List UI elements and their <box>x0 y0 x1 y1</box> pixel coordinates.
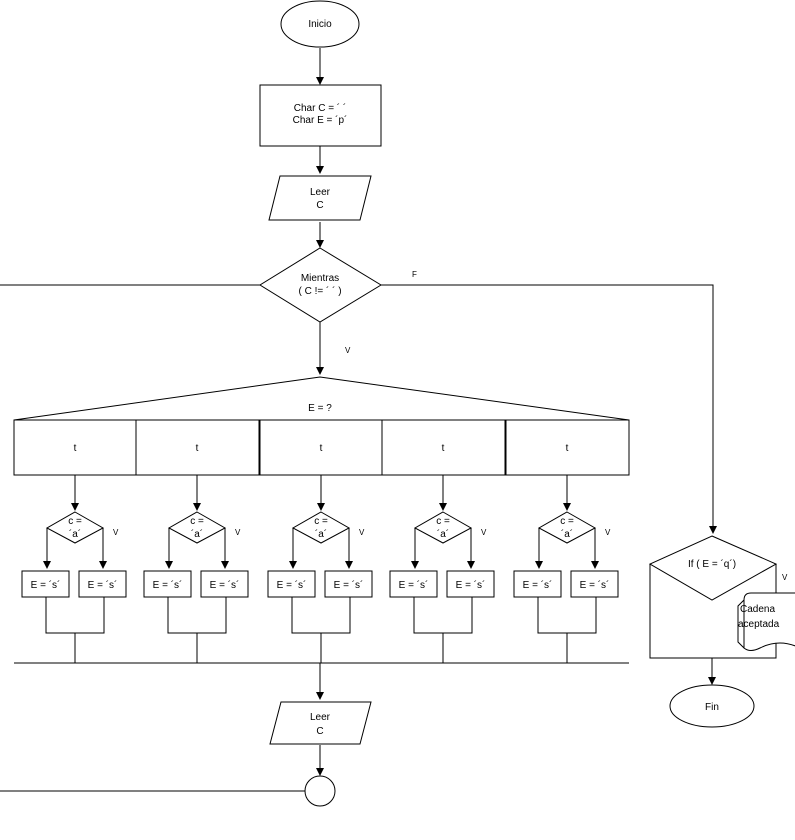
case-left-action-label: E = ´s´ <box>31 579 61 591</box>
case-decision-line-2: ´a´ <box>561 528 573 540</box>
output-line-1: Cadena <box>740 604 775 615</box>
case-decision <box>537 511 597 544</box>
case-column: t c =´a´ V E = ´s´ E = ´s´ <box>259 419 384 663</box>
case-decision-line-1: c = <box>68 516 82 527</box>
case-decision-line-1: c = <box>436 516 450 527</box>
case-true-label: V <box>235 528 241 537</box>
case-right-action <box>446 570 495 598</box>
case-right-action-label: E = ´s´ <box>580 579 610 591</box>
loop-connector <box>304 775 336 807</box>
case-label: t <box>196 443 199 454</box>
start-label: Inicio <box>308 19 332 30</box>
case-column: t c =´a´ V E = ´s´ E = ´s´ <box>135 419 260 663</box>
case-decision-line-2: ´a´ <box>315 528 327 540</box>
loop-line-1: Mientras <box>301 273 339 284</box>
loop-false-path <box>381 284 717 534</box>
case-left-action <box>143 570 192 598</box>
read-input-top: Leer C <box>268 175 372 221</box>
case-decision <box>45 511 105 544</box>
case-decision <box>291 511 351 544</box>
final-if-label: If ( E = ´q´) <box>688 558 736 570</box>
case-decision-line-1: c = <box>560 516 574 527</box>
case-label: t <box>74 443 77 454</box>
case-left-action-label: E = ´s´ <box>277 579 307 591</box>
case-left-action-label: E = ´s´ <box>153 579 183 591</box>
case-decision-line-2: ´a´ <box>191 528 203 540</box>
case-right-action <box>570 570 619 598</box>
init-process: Char C = ´ ´ Char E = ´p´ <box>259 84 382 147</box>
case-decision-line-1: c = <box>190 516 204 527</box>
loop-true-label: V <box>345 346 351 355</box>
case-true-label: V <box>113 528 119 537</box>
init-line-1: Char C = ´ ´ <box>294 102 347 114</box>
case-merge <box>291 597 351 634</box>
case-right-action-label: E = ´s´ <box>456 579 486 591</box>
switch-cases: tc =´a´VE = ´s´E = ´s´tc =´a´VE = ´s´E =… <box>13 419 630 663</box>
case-cell <box>505 419 630 476</box>
case-merge <box>167 597 227 634</box>
end-terminator: Fin <box>669 684 755 728</box>
case-decision-line-2: ´a´ <box>437 528 449 540</box>
case-merge <box>537 597 597 634</box>
output-line-2: aceptada <box>738 619 780 630</box>
case-merge <box>45 597 105 634</box>
case-decision <box>413 511 473 544</box>
read-bottom-line-2: C <box>316 726 323 737</box>
case-cell <box>259 419 384 476</box>
case-true-label: V <box>359 528 365 537</box>
connectors <box>0 48 777 792</box>
case-decision-line-2: ´a´ <box>69 528 81 540</box>
loop-decision: Mientras ( C != ´ ´ ) <box>259 247 382 323</box>
case-true-label: V <box>481 528 487 537</box>
case-left-action-label: E = ´s´ <box>523 579 553 591</box>
case-label: t <box>320 443 323 454</box>
case-left-action <box>267 570 316 598</box>
case-cell <box>13 419 138 476</box>
case-decision-line-1: c = <box>314 516 328 527</box>
output-document: Cadena aceptada <box>737 592 795 651</box>
case-merge <box>413 597 473 634</box>
case-left-action <box>389 570 438 598</box>
case-right-action <box>324 570 373 598</box>
case-right-action <box>200 570 249 598</box>
read-top-line-2: C <box>316 200 323 211</box>
switch-header: E = ? <box>13 376 630 421</box>
final-if-decision: If ( E = ´q´) <box>648 535 778 601</box>
loop-false-label: F <box>412 270 417 279</box>
case-left-action <box>21 570 70 598</box>
case-right-action <box>78 570 127 598</box>
case-cell <box>135 419 260 476</box>
case-column: t c =´a´ V E = ´s´ E = ´s´ <box>13 419 138 663</box>
start-terminator: Inicio <box>280 0 360 48</box>
case-right-action-label: E = ´s´ <box>334 579 364 591</box>
loop-line-2: ( C != ´ ´ ) <box>298 285 341 297</box>
case-label: t <box>566 443 569 454</box>
read-input-bottom: Leer C <box>269 701 372 745</box>
read-top-line-1: Leer <box>310 187 331 198</box>
switch-label: E = ? <box>308 403 332 414</box>
case-left-action-label: E = ´s´ <box>399 579 429 591</box>
case-label: t <box>442 443 445 454</box>
init-line-2: Char E = ´p´ <box>293 114 348 126</box>
end-label: Fin <box>705 702 719 713</box>
case-right-action-label: E = ´s´ <box>210 579 240 591</box>
case-column: t c =´a´ V E = ´s´ E = ´s´ <box>381 419 506 663</box>
case-column: t c =´a´ V E = ´s´ E = ´s´ <box>505 419 630 663</box>
case-decision <box>167 511 227 544</box>
case-right-action-label: E = ´s´ <box>88 579 118 591</box>
case-true-label: V <box>605 528 611 537</box>
final-if-true-label: V <box>782 573 788 582</box>
read-bottom-line-1: Leer <box>310 712 331 723</box>
